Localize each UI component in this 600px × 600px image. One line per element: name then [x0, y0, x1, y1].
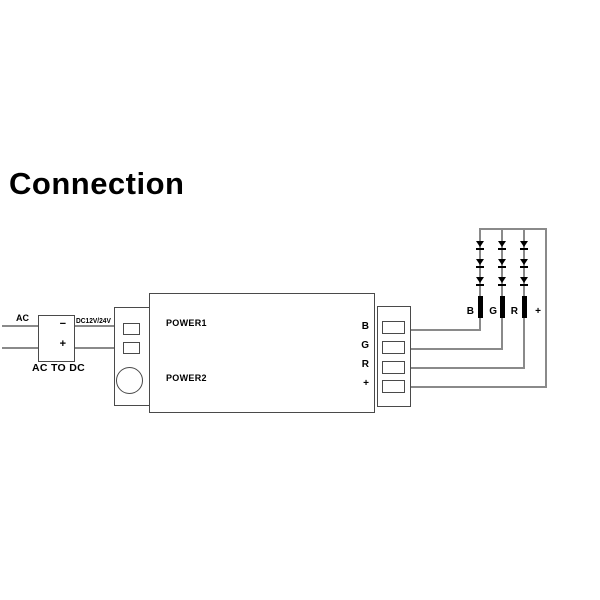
- output-terminal-plus: [382, 380, 405, 393]
- converter-name-label: AC TO DC: [32, 362, 85, 374]
- ac-input-wire-bottom: [2, 347, 39, 349]
- led-strip-bar-r: [521, 296, 527, 318]
- dc-voltage-label: DC12V/24V: [76, 316, 111, 325]
- converter-plus-label: +: [59, 338, 66, 350]
- controller-output-label-plus: +: [363, 378, 369, 389]
- controller-output-label-b: B: [361, 321, 369, 332]
- ac-dc-converter-box: [38, 315, 75, 362]
- input-terminal-2: [123, 342, 140, 354]
- power1-label: POWER1: [166, 318, 207, 328]
- led-strip-bar-g: [499, 296, 505, 318]
- output-terminal-b: [382, 321, 405, 334]
- led-column-plus: [545, 228, 547, 388]
- power2-label: POWER2: [166, 373, 207, 383]
- ac-label: AC: [16, 313, 29, 323]
- led-label-r: R: [510, 306, 518, 317]
- ac-input-wire-top: [2, 325, 39, 327]
- page-title: Connection: [9, 166, 185, 201]
- wire-r: [411, 367, 525, 369]
- dc-wire-bottom: [75, 347, 115, 349]
- diode-icon: [520, 259, 528, 268]
- diode-icon: [498, 241, 506, 250]
- controller-button-icon: [116, 367, 143, 394]
- wire-g: [411, 348, 503, 350]
- wire-plus: [411, 386, 547, 388]
- diode-icon: [476, 277, 484, 286]
- led-label-plus: +: [535, 306, 541, 317]
- dc-wire-top: [75, 325, 115, 327]
- diode-icon: [520, 277, 528, 286]
- led-label-g: G: [489, 306, 497, 317]
- input-terminal-1: [123, 323, 140, 335]
- output-terminal-r: [382, 361, 405, 374]
- led-label-b: B: [466, 306, 474, 317]
- wire-b: [411, 329, 481, 331]
- controller-output-label-g: G: [361, 340, 369, 351]
- diode-icon: [498, 277, 506, 286]
- output-terminal-g: [382, 341, 405, 354]
- converter-minus-label: −: [59, 318, 66, 330]
- diode-icon: [498, 259, 506, 268]
- led-strip-bar-b: [477, 296, 483, 318]
- led-column-g: [501, 228, 503, 350]
- controller-body: [149, 293, 375, 413]
- diode-icon: [520, 241, 528, 250]
- diode-icon: [476, 241, 484, 250]
- led-bus-wire-top: [479, 228, 547, 230]
- controller-output-label-r: R: [361, 359, 369, 370]
- diode-icon: [476, 259, 484, 268]
